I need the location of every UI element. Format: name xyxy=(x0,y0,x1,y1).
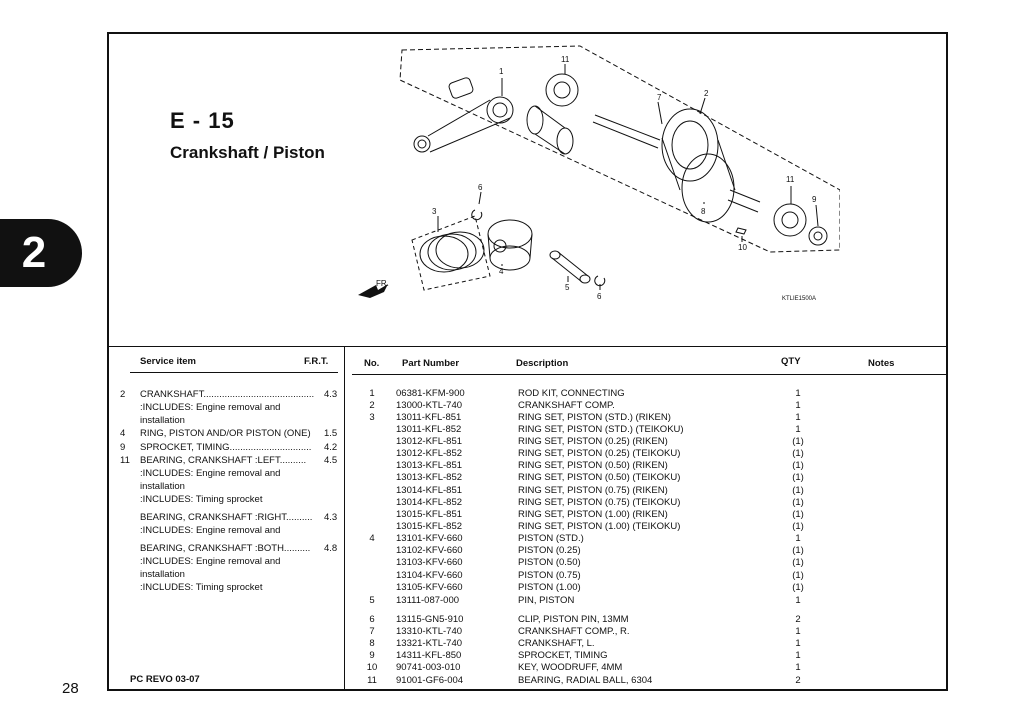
callout-10: 10 xyxy=(738,243,747,252)
svg-text:FR.: FR. xyxy=(376,279,389,288)
callout-7: 7 xyxy=(657,93,662,102)
callout-11-top: 11 xyxy=(561,55,570,64)
callout-6-left: 6 xyxy=(478,183,483,192)
header-no: No. xyxy=(364,358,380,369)
page-number: 28 xyxy=(62,680,79,697)
section-code: E - 15 xyxy=(170,108,235,133)
connecting-rod-drawing xyxy=(413,77,514,153)
header-notes: Notes xyxy=(868,358,895,369)
parts-diagram: FR. 1 11 2 7 6 3 4 11 9 10 8 5 6 KTLIE15… xyxy=(358,45,840,302)
diagram-callouts: 1 11 2 7 6 3 4 11 9 10 8 5 6 xyxy=(432,55,817,301)
fr-arrow: FR. xyxy=(358,279,389,298)
header-rule-right xyxy=(352,374,947,375)
callout-5: 5 xyxy=(565,283,570,292)
chapter-tab: 2 xyxy=(0,219,82,287)
callout-6-right: 6 xyxy=(597,292,602,301)
chapter-number: 2 xyxy=(21,228,47,277)
callout-9: 9 xyxy=(812,195,817,204)
column-divider xyxy=(344,346,345,690)
callout-8: 8 xyxy=(701,207,706,216)
header-frt: F.R.T. xyxy=(304,356,329,367)
table-top-rule xyxy=(108,346,947,347)
section-title: Crankshaft / Piston xyxy=(170,143,325,162)
crankshaft-drawing xyxy=(592,108,761,223)
header-rule-left xyxy=(130,372,338,373)
callout-1: 1 xyxy=(499,67,504,76)
piston-drawing xyxy=(487,219,533,271)
header-service-item: Service item xyxy=(140,356,196,367)
callout-4: 4 xyxy=(499,267,504,276)
callout-2: 2 xyxy=(704,89,709,98)
header-qty: QTY xyxy=(781,356,801,367)
callout-11-right: 11 xyxy=(786,175,795,184)
header-part-number: Part Number xyxy=(402,358,460,369)
diagram-ref-code: KTLIE1500A xyxy=(782,296,816,302)
header-description: Description xyxy=(516,358,569,369)
page-frame xyxy=(107,32,948,691)
callout-3: 3 xyxy=(432,207,437,216)
model-footer: PC REVO 03-07 xyxy=(130,674,200,685)
